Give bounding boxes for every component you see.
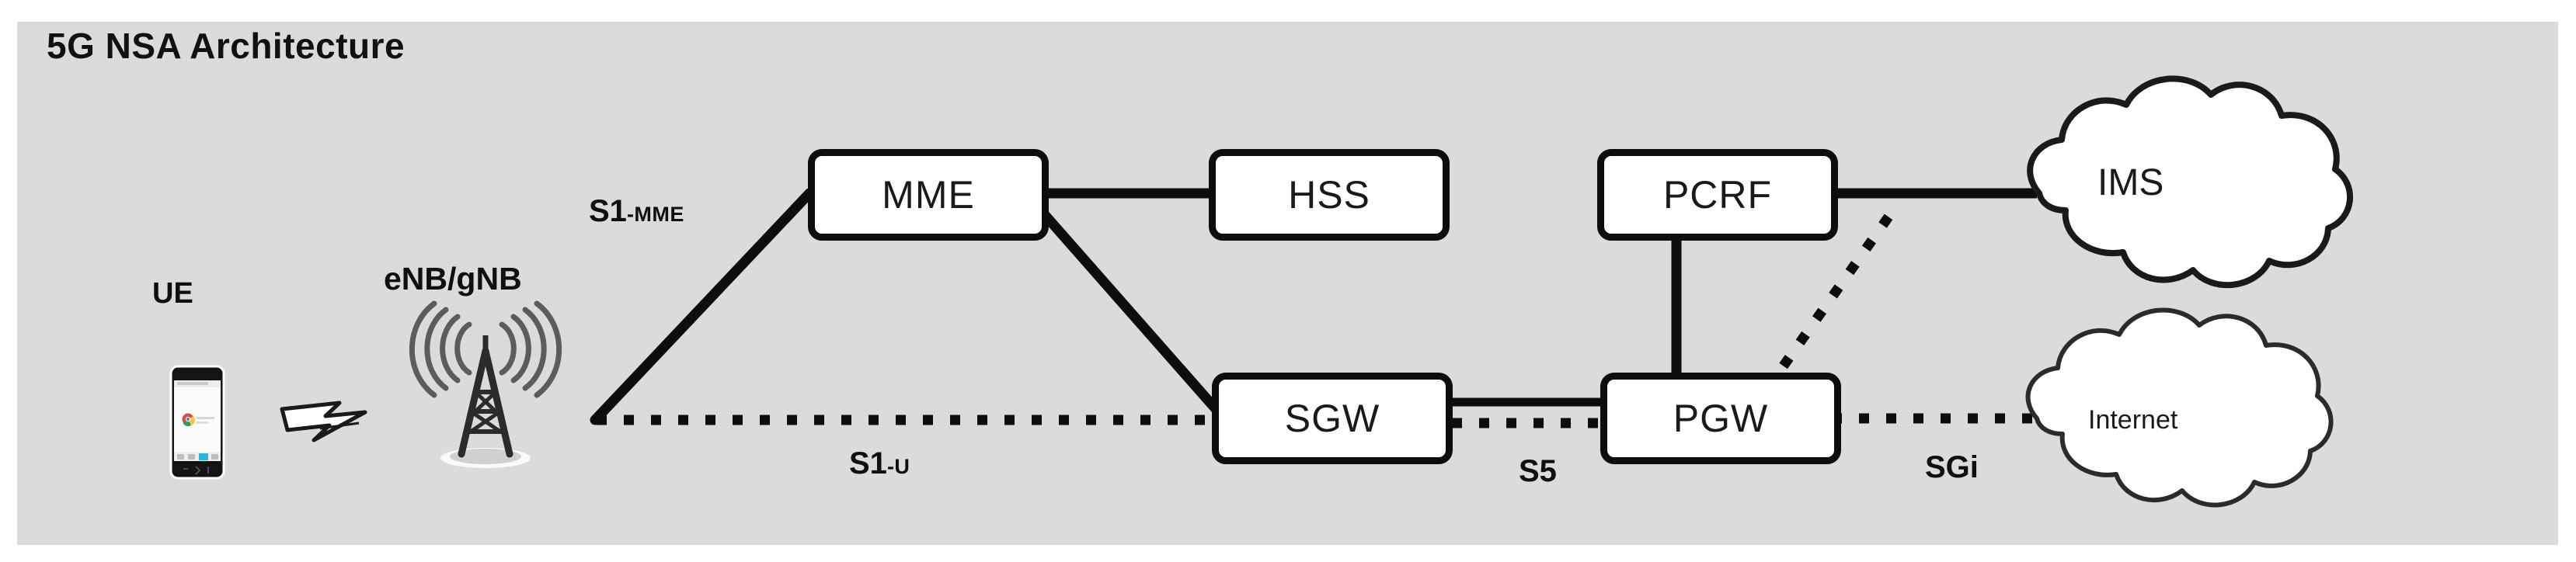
- node-pcrf-label: PCRF: [1662, 173, 1773, 217]
- node-sgw[interactable]: SGW: [1212, 373, 1453, 464]
- label-sgi-base: SGi: [1925, 450, 1979, 484]
- cloud-icon-ims: [2027, 75, 2354, 289]
- cloud-icon-internet: [2025, 307, 2334, 508]
- label-sgi: SGi: [1925, 450, 1979, 485]
- label-s5-base: S5: [1519, 454, 1557, 488]
- cloud-label-ims: IMS: [2097, 162, 2164, 203]
- link-mme-sgw: [1040, 210, 1222, 415]
- label-s1-mme-suffix: -MME: [626, 203, 684, 226]
- label-s1-u-suffix: -U: [886, 455, 910, 478]
- link-s1-mme: [590, 188, 815, 425]
- link-pgw-ims: [1746, 213, 1894, 416]
- node-sgw-label: SGW: [1284, 397, 1380, 440]
- node-pcrf[interactable]: PCRF: [1597, 149, 1838, 241]
- lightning-bolt-icon: [280, 401, 367, 442]
- cell-tower-icon: [409, 300, 562, 468]
- label-s1-u: S1 -U: [849, 446, 910, 481]
- page-title: 5G NSA Architecture: [47, 26, 406, 66]
- node-mme-label: MME: [882, 173, 975, 217]
- label-s1-mme-base: S1: [589, 194, 627, 228]
- label-ue: UE: [152, 277, 193, 310]
- label-s5: S5: [1519, 454, 1557, 489]
- smartphone-icon: [169, 365, 225, 480]
- node-hss-label: HSS: [1288, 173, 1370, 217]
- node-pgw-label: PGW: [1673, 397, 1769, 440]
- node-mme[interactable]: MME: [808, 149, 1049, 241]
- node-hss[interactable]: HSS: [1209, 149, 1450, 241]
- node-pgw[interactable]: PGW: [1600, 373, 1841, 464]
- label-enb: eNB/gNB: [384, 261, 522, 297]
- cloud-label-internet: Internet: [2088, 405, 2178, 435]
- label-s1-mme: S1 -MME: [589, 194, 684, 229]
- label-s1-u-base: S1: [849, 446, 887, 480]
